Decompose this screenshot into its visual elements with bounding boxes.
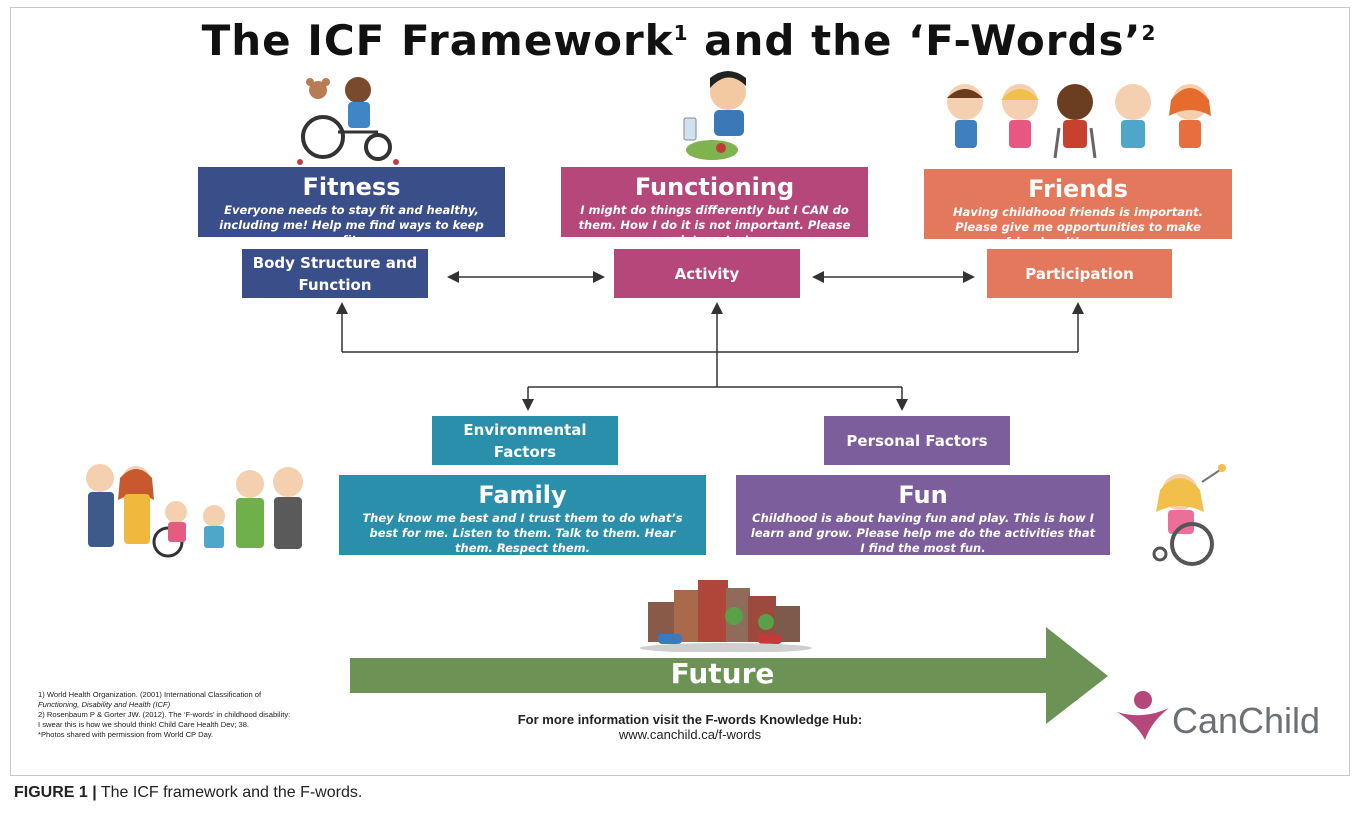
info-heading: For more information visit the F-words K… xyxy=(517,712,863,727)
family-group-icon xyxy=(86,464,303,558)
child-wheelchair-dog-icon xyxy=(297,77,399,165)
fitness-box: Fitness Everyone needs to stay fit and h… xyxy=(198,167,505,247)
children-friends-icon xyxy=(947,84,1211,159)
fitness-text: Everyone needs to stay fit and healthy, … xyxy=(219,203,484,247)
functioning-box: Functioning I might do things differentl… xyxy=(561,167,868,247)
fun-text: Childhood is about having fun and play. … xyxy=(750,511,1096,555)
fun-box: Fun Childhood is about having fun and pl… xyxy=(736,475,1110,555)
functioning-heading: Functioning xyxy=(634,173,795,201)
personal-factors-box: Personal Factors xyxy=(824,416,1010,465)
friends-box: Friends Having childhood friends is impo… xyxy=(924,169,1232,249)
future-label: Future xyxy=(670,657,775,690)
reference-line: 1) World Health Organization. (2001) Int… xyxy=(38,690,262,699)
references: 1) World Health Organization. (2001) Int… xyxy=(38,690,358,740)
canchild-logo-text: CanChild xyxy=(1172,700,1321,741)
canchild-figure-icon xyxy=(1117,691,1169,740)
child-wheelchair-wand-icon xyxy=(1152,464,1226,566)
participation-box: Participation xyxy=(987,249,1172,298)
reference-line: *Photos shared with permission from Worl… xyxy=(38,730,214,739)
functioning-text: I might do things differently but I CAN … xyxy=(578,203,851,247)
family-heading: Family xyxy=(478,481,567,509)
body-structure-box: Body Structure and Function xyxy=(242,249,428,298)
info-link[interactable]: www.canchild.ca/f-words xyxy=(618,727,762,742)
fitness-heading: Fitness xyxy=(302,173,401,201)
family-box: Family They know me best and I trust the… xyxy=(339,475,706,555)
environmental-factors-box: Environmental Factors xyxy=(432,416,618,465)
family-text: They know me best and I trust them to do… xyxy=(362,511,683,555)
activity-box: Activity xyxy=(614,249,800,298)
figure-caption: FIGURE 1 | The ICF framework and the F-w… xyxy=(14,784,363,801)
reference-line: Functioning, Disability and Health (ICF) xyxy=(38,700,171,709)
city-buildings-icon xyxy=(640,580,812,652)
page-title: The ICF Framework1 and the ‘F-Words’2 xyxy=(201,16,1157,65)
friends-text: Having childhood friends is important. P… xyxy=(952,205,1204,249)
reference-line: 2) Rosenbaum P & Gorter JW. (2012). The … xyxy=(38,710,291,719)
info-block: For more information visit the F-words K… xyxy=(470,712,910,742)
child-eating-icon xyxy=(683,71,746,160)
fun-heading: Fun xyxy=(898,481,948,509)
reference-line: I swear this is how we should think! Chi… xyxy=(38,720,250,729)
friends-heading: Friends xyxy=(1028,175,1128,203)
